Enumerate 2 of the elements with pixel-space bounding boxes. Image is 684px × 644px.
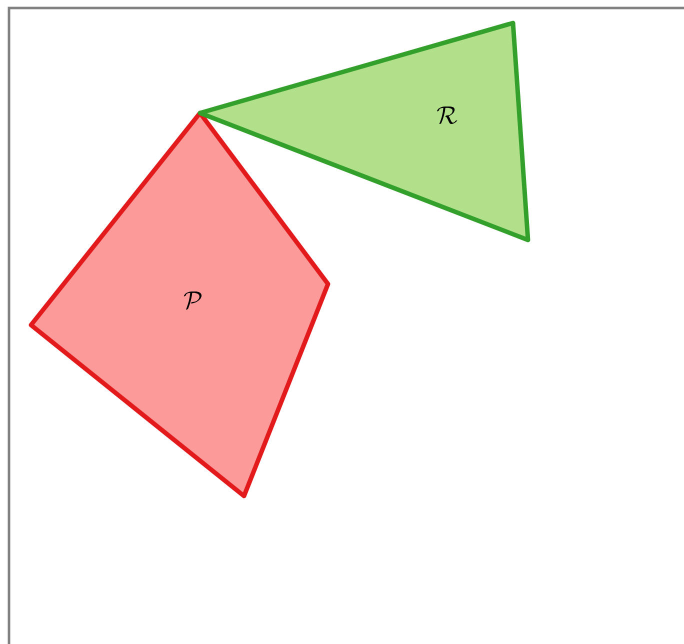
polygon: $\mathcal{R}$ xyxy=(198,20,530,242)
polygon: $\mathcal{P}$ xyxy=(28,110,330,498)
